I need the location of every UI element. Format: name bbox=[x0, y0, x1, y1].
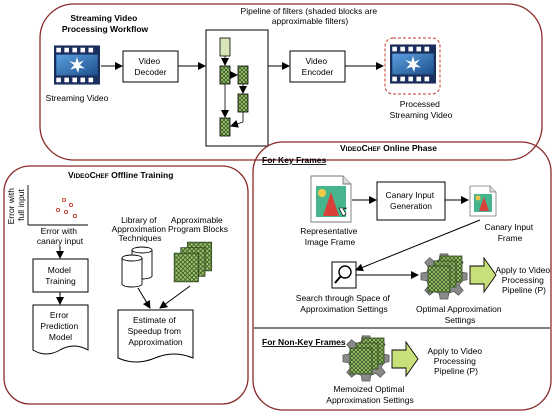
workflow-panel bbox=[39, 3, 543, 161]
scatter-point bbox=[61, 197, 67, 203]
optimal-settings-gear-icon bbox=[420, 253, 468, 300]
filter-block-approx bbox=[219, 117, 231, 137]
scatter-point bbox=[72, 213, 78, 219]
apply-key-label: Apply to Video Processing Pipeline (P) bbox=[495, 265, 552, 295]
filter-pipeline bbox=[205, 29, 269, 147]
error-scatter-plot bbox=[27, 185, 88, 226]
scatter-point bbox=[68, 202, 74, 208]
library-database-icon bbox=[121, 246, 153, 288]
error-model-label: Error Prediction Model bbox=[40, 310, 80, 342]
canary-frame-icon bbox=[469, 185, 497, 217]
canary-generation-label: Canary Input Generation bbox=[385, 190, 436, 211]
scatter-point bbox=[55, 207, 61, 213]
pipeline-caption: Pipeline of filters (shaded blocks are a… bbox=[241, 6, 380, 26]
y-axis-label: Error with full input bbox=[6, 186, 26, 225]
optimal-settings-label: Optimal Approximation Settings bbox=[416, 304, 504, 325]
speedup-estimate-document bbox=[117, 309, 194, 363]
representative-frame-icon bbox=[310, 175, 352, 223]
error-model-document bbox=[32, 304, 89, 355]
representative-frame-label: Representative Image Frame bbox=[300, 226, 360, 247]
processed-video-label: Processed Streaming Video bbox=[390, 99, 453, 120]
video-decoder-label: Video Decoder bbox=[134, 56, 166, 77]
video-decoder-box bbox=[122, 50, 179, 83]
library-label: Library of Approximation Techniques bbox=[112, 215, 169, 243]
offline-title: VIDEOCHEF Offline Training bbox=[68, 170, 173, 180]
filter-block-approx bbox=[237, 65, 249, 85]
speedup-estimate-label: Estimate of Speedup from Approximation bbox=[128, 315, 184, 347]
filter-block-approx bbox=[237, 93, 249, 113]
filter-block-exact bbox=[219, 37, 231, 57]
canary-frame-label: Canary Input Frame bbox=[484, 222, 535, 243]
magnifier-icon bbox=[334, 265, 352, 284]
apply-nonkey-label: Apply to Video Processing Pipeline (P) bbox=[427, 346, 484, 376]
non-key-frames-header: For Non-Key Frames bbox=[262, 337, 346, 347]
model-training-box bbox=[32, 258, 89, 293]
scatter-point bbox=[63, 209, 69, 215]
workflow-title: Streaming Video Processing Workflow bbox=[62, 13, 149, 34]
processed-video-icon bbox=[390, 44, 436, 84]
memoized-settings-gear-icon bbox=[342, 335, 390, 382]
streaming-video-label: Streaming Video bbox=[46, 93, 109, 103]
online-panel bbox=[252, 141, 552, 411]
memoized-settings-label: Memoized Optimal Approximation Settings bbox=[326, 384, 413, 405]
video-encoder-label: Video Encoder bbox=[302, 56, 334, 77]
key-frames-header: For Key Frames bbox=[262, 155, 327, 165]
canary-generation-box bbox=[376, 181, 446, 221]
online-title: VIDEOCHEF Online Phase bbox=[340, 143, 437, 153]
program-blocks-label: Approximable Program Blocks bbox=[168, 215, 228, 234]
filter-block-approx bbox=[219, 65, 231, 85]
processed-video-frame bbox=[384, 37, 441, 95]
model-training-label: Model Training bbox=[45, 265, 76, 286]
program-blocks-icon bbox=[173, 241, 213, 283]
offline-panel bbox=[3, 165, 249, 405]
apply-key-arrow bbox=[469, 256, 497, 294]
apply-nonkey-arrow bbox=[391, 340, 419, 378]
x-axis-label: Error with canary input bbox=[37, 226, 84, 246]
streaming-video-icon bbox=[54, 45, 100, 85]
search-label: Search through Space of Approximation Se… bbox=[296, 293, 392, 314]
